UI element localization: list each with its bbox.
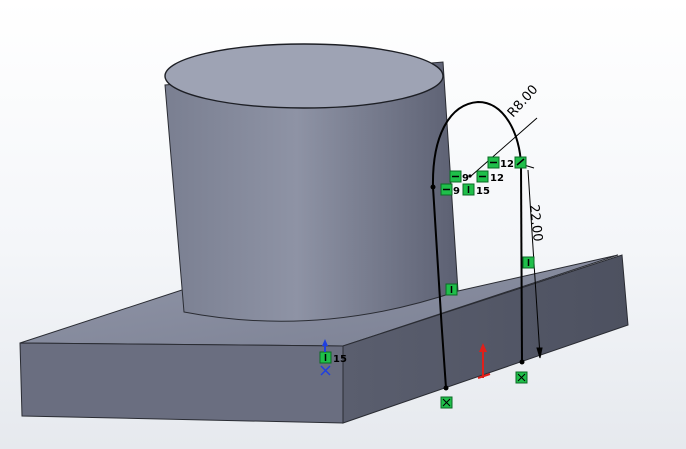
cylinder-top-face[interactable] [164, 43, 444, 109]
sketch-left-line[interactable] [432, 186, 447, 389]
height-dimension-text[interactable]: 22.00 [526, 204, 545, 243]
radius-leader [470, 117, 538, 177]
endpoint-left-top[interactable] [430, 184, 436, 190]
base-front-face[interactable] [19, 342, 344, 424]
relation-label-right-a: 12 [490, 173, 504, 184]
base-right-face[interactable] [342, 254, 629, 424]
height-arrow [536, 347, 543, 359]
relation-label-base-edge: 15 [333, 354, 347, 365]
relation-label-left-b: 9 [453, 186, 460, 197]
arc-center-point[interactable] [468, 174, 472, 178]
relation-label-right-b: 12 [500, 159, 514, 170]
sketch-points[interactable] [430, 174, 525, 391]
cylinder-boss[interactable] [164, 43, 459, 322]
relation-badges[interactable]: 9 9 12 12 15 15 [319, 156, 535, 409]
relation-label-left-a: 9 [462, 173, 469, 184]
radius-dimension-text[interactable]: R8.00 [505, 82, 542, 120]
reference-triad-icon [320, 339, 331, 376]
sketch-right-line[interactable] [520, 164, 523, 363]
endpoint-right-bottom[interactable] [519, 359, 525, 365]
relation-label-center-vertical: 15 [476, 186, 490, 197]
endpoint-left-bottom[interactable] [443, 385, 449, 391]
origin-triad-icon [477, 343, 491, 379]
